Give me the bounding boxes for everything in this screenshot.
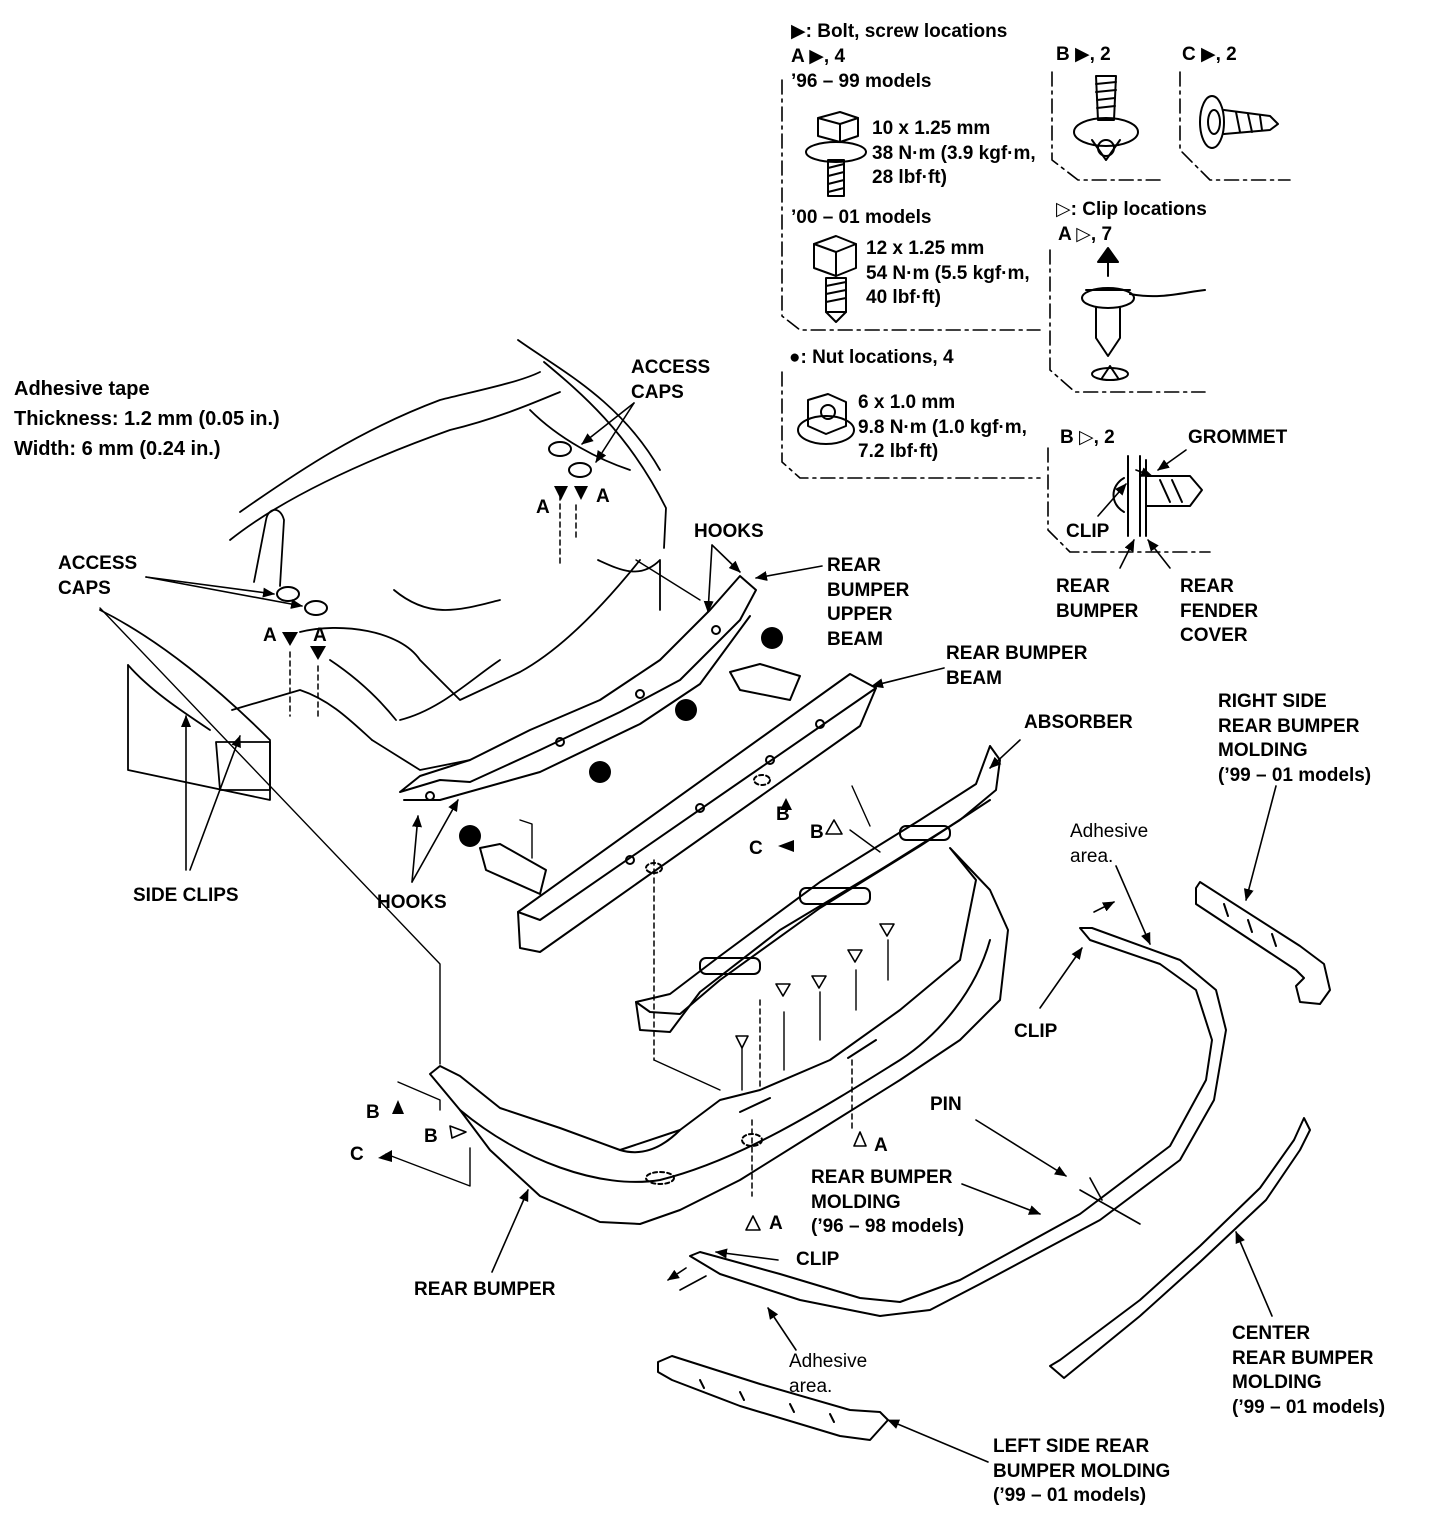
hooks-top-label: HOOKS xyxy=(694,521,764,542)
clip-b-count: B ▷, 2 xyxy=(1060,427,1115,448)
bolt-markers xyxy=(282,486,794,1162)
models-96-99-label: ’96 – 99 models xyxy=(791,71,932,92)
grommet-clip-label: CLIP xyxy=(1066,521,1110,542)
adhesive-tape-note: Adhesive tape Thickness: 1.2 mm (0.05 in… xyxy=(14,378,280,460)
grommet-label: GROMMET xyxy=(1188,427,1288,448)
marker-a-label: A xyxy=(536,497,550,518)
grommet-rear-bumper-label: REAR BUMPER xyxy=(1056,576,1139,622)
car-body-outline xyxy=(99,339,667,801)
adhesive-area-top-label: Adhesive area. xyxy=(1070,821,1149,867)
bolt-12mm-icon xyxy=(813,235,857,323)
marker-b-label: B xyxy=(424,1126,438,1147)
screw-b-count: B ▶, 2 xyxy=(1056,44,1111,65)
access-caps-left-label: ACCESS CAPS xyxy=(58,553,138,599)
clip-right-label: CLIP xyxy=(1014,1021,1058,1042)
adhesive-area-bottom-label: Adhesive area. xyxy=(789,1351,868,1397)
bolt-a-count: A ▶, 4 xyxy=(791,46,846,67)
marker-b-label: B xyxy=(810,822,824,843)
marker-a-label: A xyxy=(874,1135,888,1156)
upper-beam-shape xyxy=(399,575,757,801)
right-molding-shape xyxy=(1195,881,1331,1005)
center-molding-label: CENTER REAR BUMPER MOLDING (’99 – 01 mod… xyxy=(1232,1323,1386,1418)
fender-cover-label: REAR FENDER COVER xyxy=(1180,576,1259,646)
absorber-label: ABSORBER xyxy=(1024,712,1133,733)
left-molding-label: LEFT SIDE REAR BUMPER MOLDING (’99 – 01 … xyxy=(993,1436,1171,1506)
leader-lines xyxy=(99,559,889,1187)
rear-bumper-label: REAR BUMPER xyxy=(414,1279,556,1300)
screw-c-icon xyxy=(1199,95,1279,149)
screw-c-count: C ▶, 2 xyxy=(1182,44,1237,65)
marker-a-label: A xyxy=(313,625,327,646)
left-molding-shape xyxy=(657,1355,889,1441)
alignment-lines xyxy=(289,494,853,1197)
nut-spec: 6 x 1.0 mm 9.8 N·m (1.0 kgf·m, 7.2 lbf·f… xyxy=(858,392,1027,462)
adhesive-marks xyxy=(667,901,1141,1291)
bolt-10mm-icon xyxy=(805,111,867,197)
molding-96-98-shape xyxy=(689,927,1227,1317)
nut-legend-header: ●: Nut locations, 4 xyxy=(789,347,954,368)
marker-b-label: B xyxy=(366,1102,380,1123)
hooks-bottom-label: HOOKS xyxy=(377,892,447,913)
clip-markers xyxy=(449,819,895,1231)
side-clips-label: SIDE CLIPS xyxy=(133,885,239,906)
push-clip-a-icon xyxy=(1081,247,1206,381)
bolt-legend-header: ▶: Bolt, screw locations xyxy=(791,21,1008,42)
legend-frames xyxy=(781,71,1291,553)
bolt-10mm-spec: 10 x 1.25 mm 38 N·m (3.9 kgf·m, 28 lbf·f… xyxy=(872,118,1036,188)
models-00-01-label: ’00 – 01 models xyxy=(791,207,932,228)
marker-c-label: C xyxy=(350,1144,364,1165)
bumper-beam-label: REAR BUMPER BEAM xyxy=(946,643,1088,689)
marker-c-label: C xyxy=(749,838,763,859)
upper-beam-label: REAR BUMPER UPPER BEAM xyxy=(827,555,910,650)
marker-a-label: A xyxy=(263,625,277,646)
clip-bottom-label: CLIP xyxy=(796,1249,840,1270)
marker-a-label: A xyxy=(769,1213,783,1234)
marker-b-label: B xyxy=(776,804,790,825)
access-cap-marks xyxy=(276,441,592,616)
bumper-beam-shape xyxy=(479,663,877,953)
flange-nut-icon xyxy=(797,393,855,445)
bolt-12mm-spec: 12 x 1.25 mm 54 N·m (5.5 kgf·m, 40 lbf·f… xyxy=(866,238,1030,308)
access-caps-top-label: ACCESS CAPS xyxy=(631,357,711,403)
right-molding-label: RIGHT SIDE REAR BUMPER MOLDING (’99 – 01… xyxy=(1218,691,1372,786)
grommet-clip-icon xyxy=(1112,455,1203,537)
pin-label: PIN xyxy=(930,1094,962,1115)
absorber-shape xyxy=(635,745,1001,1033)
marker-a-label: A xyxy=(596,486,610,507)
rear-bumper-shape xyxy=(429,847,1009,1225)
screw-b-icon xyxy=(1073,75,1139,161)
nut-marks xyxy=(459,627,783,847)
callout-arrows xyxy=(145,402,1277,1463)
molding-96-98-label: REAR BUMPER MOLDING (’96 – 98 models) xyxy=(811,1167,965,1237)
center-molding-shape xyxy=(1049,1117,1311,1379)
clip-legend-header: ▷: Clip locations xyxy=(1056,199,1207,220)
clip-a-count: A ▷, 7 xyxy=(1058,224,1113,245)
